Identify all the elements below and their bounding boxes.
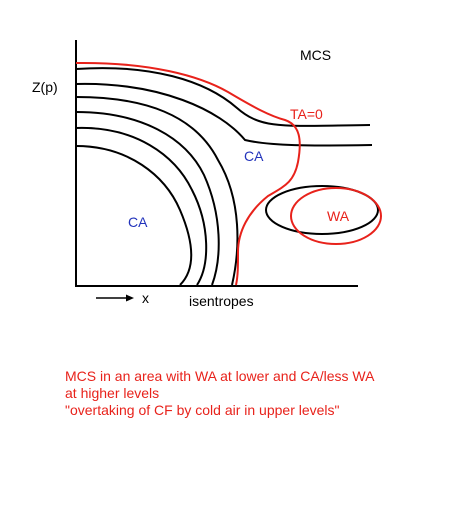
isentrope-3 — [75, 96, 239, 286]
diagram-title: MCS — [300, 47, 332, 63]
isentrope-4 — [75, 111, 220, 286]
isentrope-6 — [75, 145, 193, 286]
figure-caption: MCS in an area with WA at lower and CA/l… — [65, 368, 445, 419]
caption-line-1: MCS in an area with WA at lower and CA/l… — [65, 368, 375, 384]
x-axis-label: x — [142, 290, 149, 306]
x-direction-arrow-icon — [96, 294, 134, 302]
y-axis-label: Z(p) — [32, 79, 58, 95]
isentropes-label: isentropes — [189, 293, 254, 309]
warm-air-contour — [265, 185, 379, 235]
ta-zero-line — [75, 61, 301, 286]
isentrope-5 — [75, 126, 208, 286]
cold-air-label-upper: CA — [244, 148, 264, 164]
warm-air-region — [290, 187, 382, 245]
isentropes — [75, 67, 373, 286]
ta-zero-label: TA=0 — [290, 106, 323, 122]
caption-line-3: "overtaking of CF by cold air in upper l… — [65, 402, 340, 418]
warm-air-label: WA — [327, 208, 350, 224]
isentrope-1 — [75, 67, 371, 127]
caption-line-2: at higher levels — [65, 385, 160, 401]
cold-air-label-lower: CA — [128, 214, 148, 230]
isentrope-2 — [75, 82, 373, 147]
